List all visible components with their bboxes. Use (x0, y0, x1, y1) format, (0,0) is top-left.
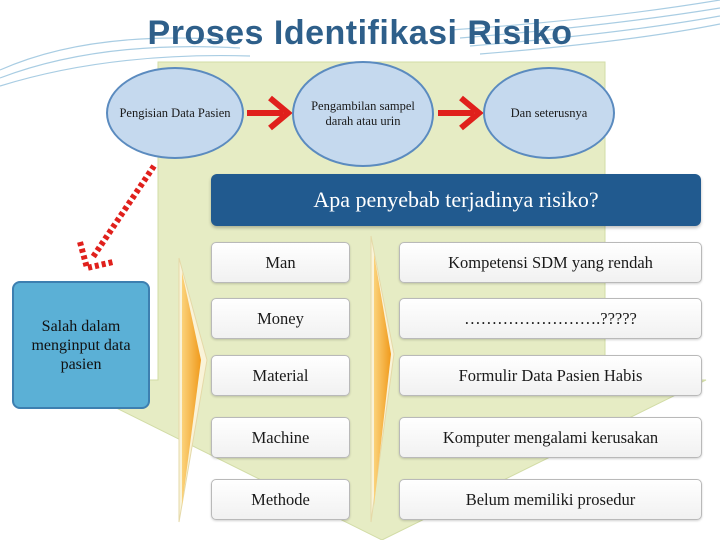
red-dashed-arrow (77, 164, 157, 272)
result-machine: Komputer mengalami kerusakan (399, 417, 702, 458)
process-step-2-label: Pengambilan sampel darah atau urin (311, 99, 415, 128)
process-step-3-label: Dan seterusnya (510, 105, 588, 120)
decorative-swoosh-lines (0, 0, 720, 87)
category-methode: Methode (211, 479, 350, 520)
result-money: …………………….????? (399, 298, 702, 339)
chevron-right-fill (374, 254, 391, 506)
category-machine: Machine (211, 417, 350, 458)
process-step-1-label: Pengisian Data Pasien (119, 105, 231, 120)
red-arrow-1 (247, 95, 293, 131)
category-material: Material (211, 355, 350, 396)
error-box-label: Salah dalam menginput data pasien (31, 317, 131, 373)
process-step-3: Dan seterusnya (483, 67, 615, 159)
category-money: Money (211, 298, 350, 339)
chevron-left-fill (182, 272, 201, 506)
result-methode: Belum memiliki prosedur (399, 479, 702, 520)
category-man: Man (211, 242, 350, 283)
result-man: Kompetensi SDM yang rendah (399, 242, 702, 283)
process-step-1: Pengisian Data Pasien (106, 67, 244, 159)
question-banner: Apa penyebab terjadinya risiko? (211, 174, 701, 226)
red-arrow-2 (438, 95, 484, 131)
page-title: Proses Identifikasi Risiko (147, 14, 573, 52)
error-box: Salah dalam menginput data pasien (12, 281, 150, 409)
result-material: Formulir Data Pasien Habis (399, 355, 702, 396)
process-step-2: Pengambilan sampel darah atau urin (292, 61, 434, 167)
